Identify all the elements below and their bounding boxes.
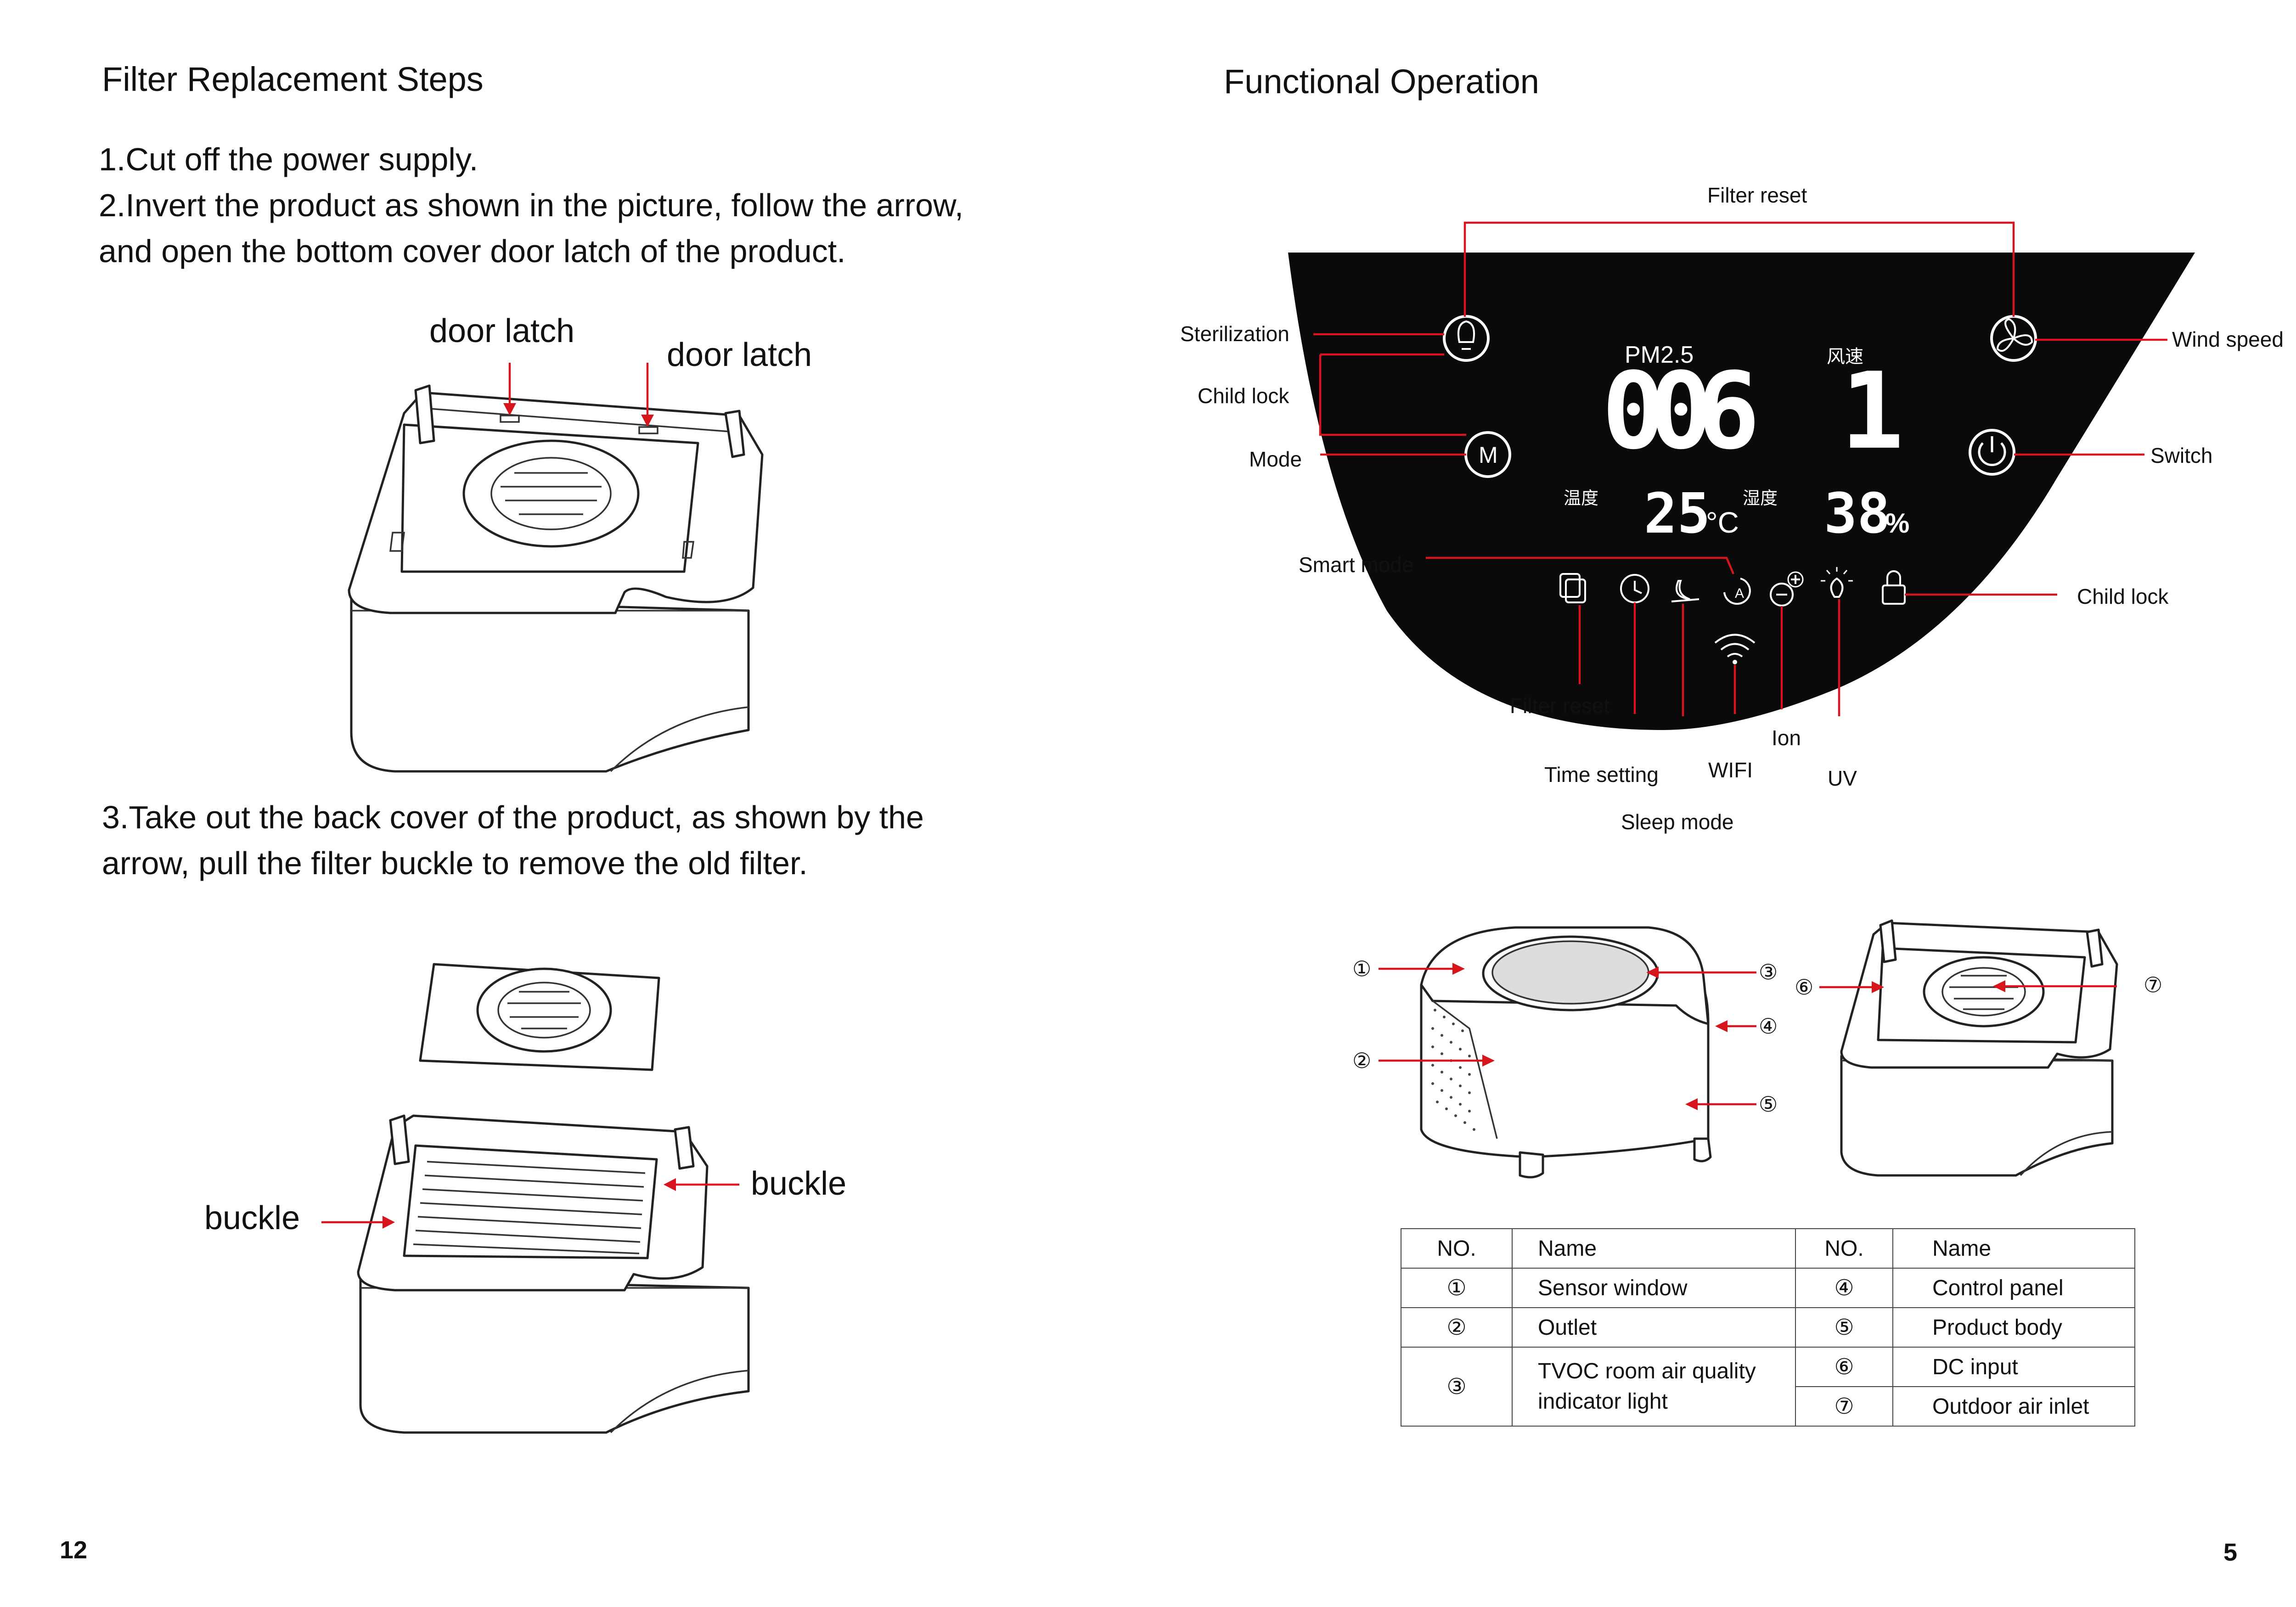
temp-value: 25: [1644, 482, 1711, 546]
table-cell: DC input: [1892, 1347, 2135, 1387]
filter-reset-icon: [1559, 573, 1586, 603]
label-filter-reset-bottom: Filter reset: [1510, 694, 1610, 718]
table-cell: ①: [1401, 1268, 1513, 1308]
step-2-line-1: 2.Invert the product as shown in the pic…: [99, 187, 964, 223]
buckle-label-left: buckle: [204, 1200, 300, 1236]
table-cell: ③: [1401, 1347, 1513, 1427]
switch-icon: [1969, 429, 2015, 476]
label-smart-mode: Smart mode: [1299, 553, 1414, 577]
pm25-label: PM2.5: [1625, 342, 1694, 368]
table-header: NO.: [1401, 1228, 1513, 1269]
callout-6: ⑥: [1795, 975, 1814, 999]
table-cell: Outlet: [1512, 1307, 1796, 1348]
label-filter-reset-top: Filter reset: [1707, 183, 1807, 207]
table-cell: ②: [1401, 1307, 1513, 1348]
ion-icon: [1770, 583, 1794, 607]
callout-4: ④: [1759, 1014, 1778, 1038]
right-page-title: Functional Operation: [1224, 62, 1539, 101]
step-1: 1.Cut off the power supply.: [99, 141, 478, 177]
left-page-title: Filter Replacement Steps: [102, 60, 484, 98]
table-header: NO.: [1795, 1228, 1893, 1269]
table-row: ① Sensor window ④ Control panel: [1401, 1268, 2135, 1308]
label-child-lock-left: Child lock: [1198, 384, 1289, 408]
table-cell: ⑤: [1795, 1307, 1893, 1348]
step-2-line-2: and open the bottom cover door latch of …: [99, 233, 846, 269]
speed-value: 1: [1840, 350, 1904, 473]
label-sleep-mode: Sleep mode: [1621, 810, 1734, 834]
sleep-mode-icon: [1671, 580, 1699, 602]
svg-text:A: A: [1735, 586, 1744, 601]
left-page-number: 12: [60, 1536, 88, 1564]
label-wifi: WIFI: [1708, 758, 1753, 782]
callout-7: ⑦: [2144, 973, 2163, 997]
step-3-line-2: arrow, pull the filter buckle to remove …: [102, 845, 808, 881]
right-page-number: 5: [2223, 1539, 2238, 1566]
temp-unit: °C: [1706, 506, 1739, 539]
table-cell: ⑥: [1795, 1347, 1893, 1387]
speed-label: 风速: [1827, 346, 1863, 367]
table-cell: Product body: [1892, 1307, 2135, 1348]
mode-icon-letter: M: [1479, 442, 1498, 468]
label-sterilization: Sterilization: [1180, 322, 1289, 346]
table-header: Name: [1892, 1228, 2135, 1269]
table-cell: TVOC room air quality indicator light: [1512, 1347, 1796, 1427]
label-wind-speed: Wind speed: [2172, 327, 2284, 351]
humidity-unit: %: [1885, 508, 1909, 539]
humidity-label: 湿度: [1743, 488, 1778, 508]
callout-3: ③: [1759, 960, 1778, 984]
table-header: Name: [1512, 1228, 1796, 1269]
table-cell: ④: [1795, 1268, 1893, 1308]
table-cell-line: TVOC room air quality: [1538, 1359, 1756, 1383]
wifi-icon: [1714, 634, 1756, 664]
temp-label: 温度: [1564, 488, 1598, 508]
label-switch: Switch: [2150, 444, 2213, 467]
uv-icon: [1821, 567, 1853, 598]
table-row: ② Outlet ⑤ Product body: [1401, 1307, 2135, 1348]
table-row: ⑦ Outdoor air inlet: [1401, 1386, 2135, 1427]
label-child-lock-right: Child lock: [2077, 584, 2169, 608]
callout-5: ⑤: [1759, 1092, 1778, 1116]
buckle-label-right: buckle: [751, 1165, 847, 1202]
sterilization-icon: [1443, 315, 1490, 362]
pm25-value: 006: [1602, 350, 1760, 473]
callout-2: ②: [1352, 1049, 1372, 1073]
table-row: ③ TVOC room air quality indicator light ⑥…: [1401, 1347, 2135, 1427]
parts-table: NO. Name NO. Name ① Sensor window ④ Cont…: [1401, 1228, 2135, 1427]
callout-1: ①: [1352, 957, 1372, 981]
table-cell: Sensor window: [1512, 1268, 1796, 1308]
door-latch-label-2: door latch: [667, 337, 812, 373]
table-cell: ⑦: [1795, 1386, 1893, 1427]
table-cell: Control panel: [1892, 1268, 2135, 1308]
table-header-row: NO. Name NO. Name: [1401, 1228, 2135, 1269]
humidity-value: 38: [1824, 482, 1891, 546]
label-ion: Ion: [1772, 726, 1801, 750]
label-time-setting: Time setting: [1544, 763, 1659, 787]
door-latch-label-1: door latch: [429, 313, 575, 349]
table-cell-line: indicator light: [1538, 1389, 1668, 1414]
label-mode: Mode: [1249, 447, 1302, 471]
smart-mode-icon: A: [1723, 578, 1751, 605]
table-cell: Outdoor air inlet: [1892, 1386, 2135, 1427]
step-3-line-1: 3.Take out the back cover of the product…: [102, 799, 924, 835]
label-uv: UV: [1828, 766, 1857, 790]
